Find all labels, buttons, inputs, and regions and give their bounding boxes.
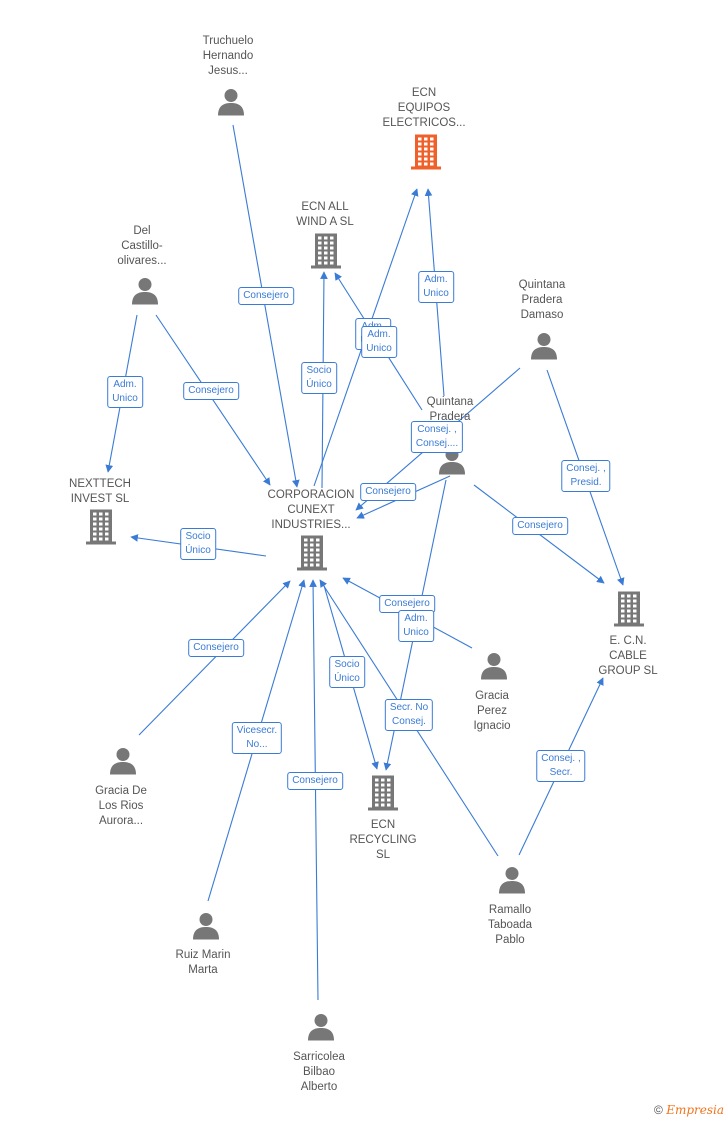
edge-label[interactable]: Socio Único	[180, 528, 216, 560]
edge-label[interactable]: Consejero	[512, 517, 568, 535]
person-name-label[interactable]: Gracia Perez Ignacio	[473, 690, 511, 732]
edge-label[interactable]: Consejero	[183, 382, 239, 400]
footer-brand: © Empresia	[654, 1103, 724, 1117]
edge-sarricolea-to-corporacion	[309, 579, 319, 1001]
brand-logo[interactable]: Empresia	[666, 1103, 724, 1117]
company-name-label[interactable]: ECN ALL WIND A SL	[296, 201, 354, 228]
person-icon[interactable]	[306, 1012, 336, 1047]
edge-label[interactable]: Adm. Unico	[361, 326, 397, 358]
building-icon[interactable]	[613, 591, 645, 632]
edge-label[interactable]: Adm. Unico	[418, 271, 454, 303]
edge-label[interactable]: Consej. , Presid.	[561, 460, 611, 492]
edge-label[interactable]: Socio Único	[301, 362, 337, 394]
building-icon[interactable]	[367, 775, 399, 816]
person-icon[interactable]	[191, 911, 221, 946]
person-name-label[interactable]: Gracia De Los Rios Aurora...	[95, 785, 147, 827]
building-icon[interactable]	[310, 233, 342, 274]
person-icon[interactable]	[216, 87, 246, 122]
person-icon[interactable]	[479, 651, 509, 686]
building-icon[interactable]	[410, 134, 442, 175]
edge-label[interactable]: Consej. , Secr.	[536, 750, 586, 782]
edge-label[interactable]: Consej. , Consej....	[410, 421, 464, 453]
edge-label[interactable]: Vicesecr. No...	[231, 722, 283, 754]
edge-label[interactable]: Consejero	[188, 639, 244, 657]
edge-truchuelo-to-corporacion	[232, 124, 300, 488]
edge-label[interactable]: Adm. Unico	[107, 376, 143, 408]
person-name-label[interactable]: Ramallo Taboada Pablo	[487, 904, 533, 946]
person-name-label[interactable]: Quintana Pradera Damaso	[518, 279, 566, 321]
person-name-label[interactable]: Quintana Pradera	[426, 396, 474, 423]
company-name-label[interactable]: E. C.N. CABLE GROUP SL	[598, 635, 658, 677]
company-name-label[interactable]: ECN EQUIPOS ELECTRICOS...	[382, 87, 466, 129]
person-icon[interactable]	[130, 276, 160, 311]
person-name-label[interactable]: Del Castillo- olivares...	[117, 225, 167, 267]
person-name-label[interactable]: Sarricolea Bilbao Alberto	[293, 1051, 345, 1093]
person-name-label[interactable]: Truchuelo Hernando Jesus...	[202, 35, 254, 77]
person-icon[interactable]	[497, 865, 527, 900]
copyright-symbol: ©	[654, 1103, 663, 1117]
edge-del_castillo-to-corporacion	[155, 314, 271, 486]
company-name-label[interactable]: NEXTTECH INVEST SL	[69, 478, 131, 505]
edge-label[interactable]: Consejero	[360, 483, 416, 501]
building-icon[interactable]	[296, 535, 328, 576]
building-icon[interactable]	[85, 509, 117, 550]
edge-gracia_rios-to-corporacion	[138, 580, 291, 736]
edge-label[interactable]: Adm. Unico	[398, 610, 434, 642]
person-name-label[interactable]: Ruiz Marin Marta	[175, 949, 231, 976]
person-icon[interactable]	[529, 331, 559, 366]
person-icon[interactable]	[108, 746, 138, 781]
edge-label[interactable]: Consejero	[238, 287, 294, 305]
edge-label[interactable]: Socio Único	[329, 656, 365, 688]
edge-label[interactable]: Secr. No Consej.	[384, 699, 434, 731]
company-name-label[interactable]: CORPORACION CUNEXT INDUSTRIES...	[267, 489, 355, 531]
edge-label[interactable]: Consejero	[287, 772, 343, 790]
company-name-label[interactable]: ECN RECYCLING SL	[349, 819, 417, 861]
